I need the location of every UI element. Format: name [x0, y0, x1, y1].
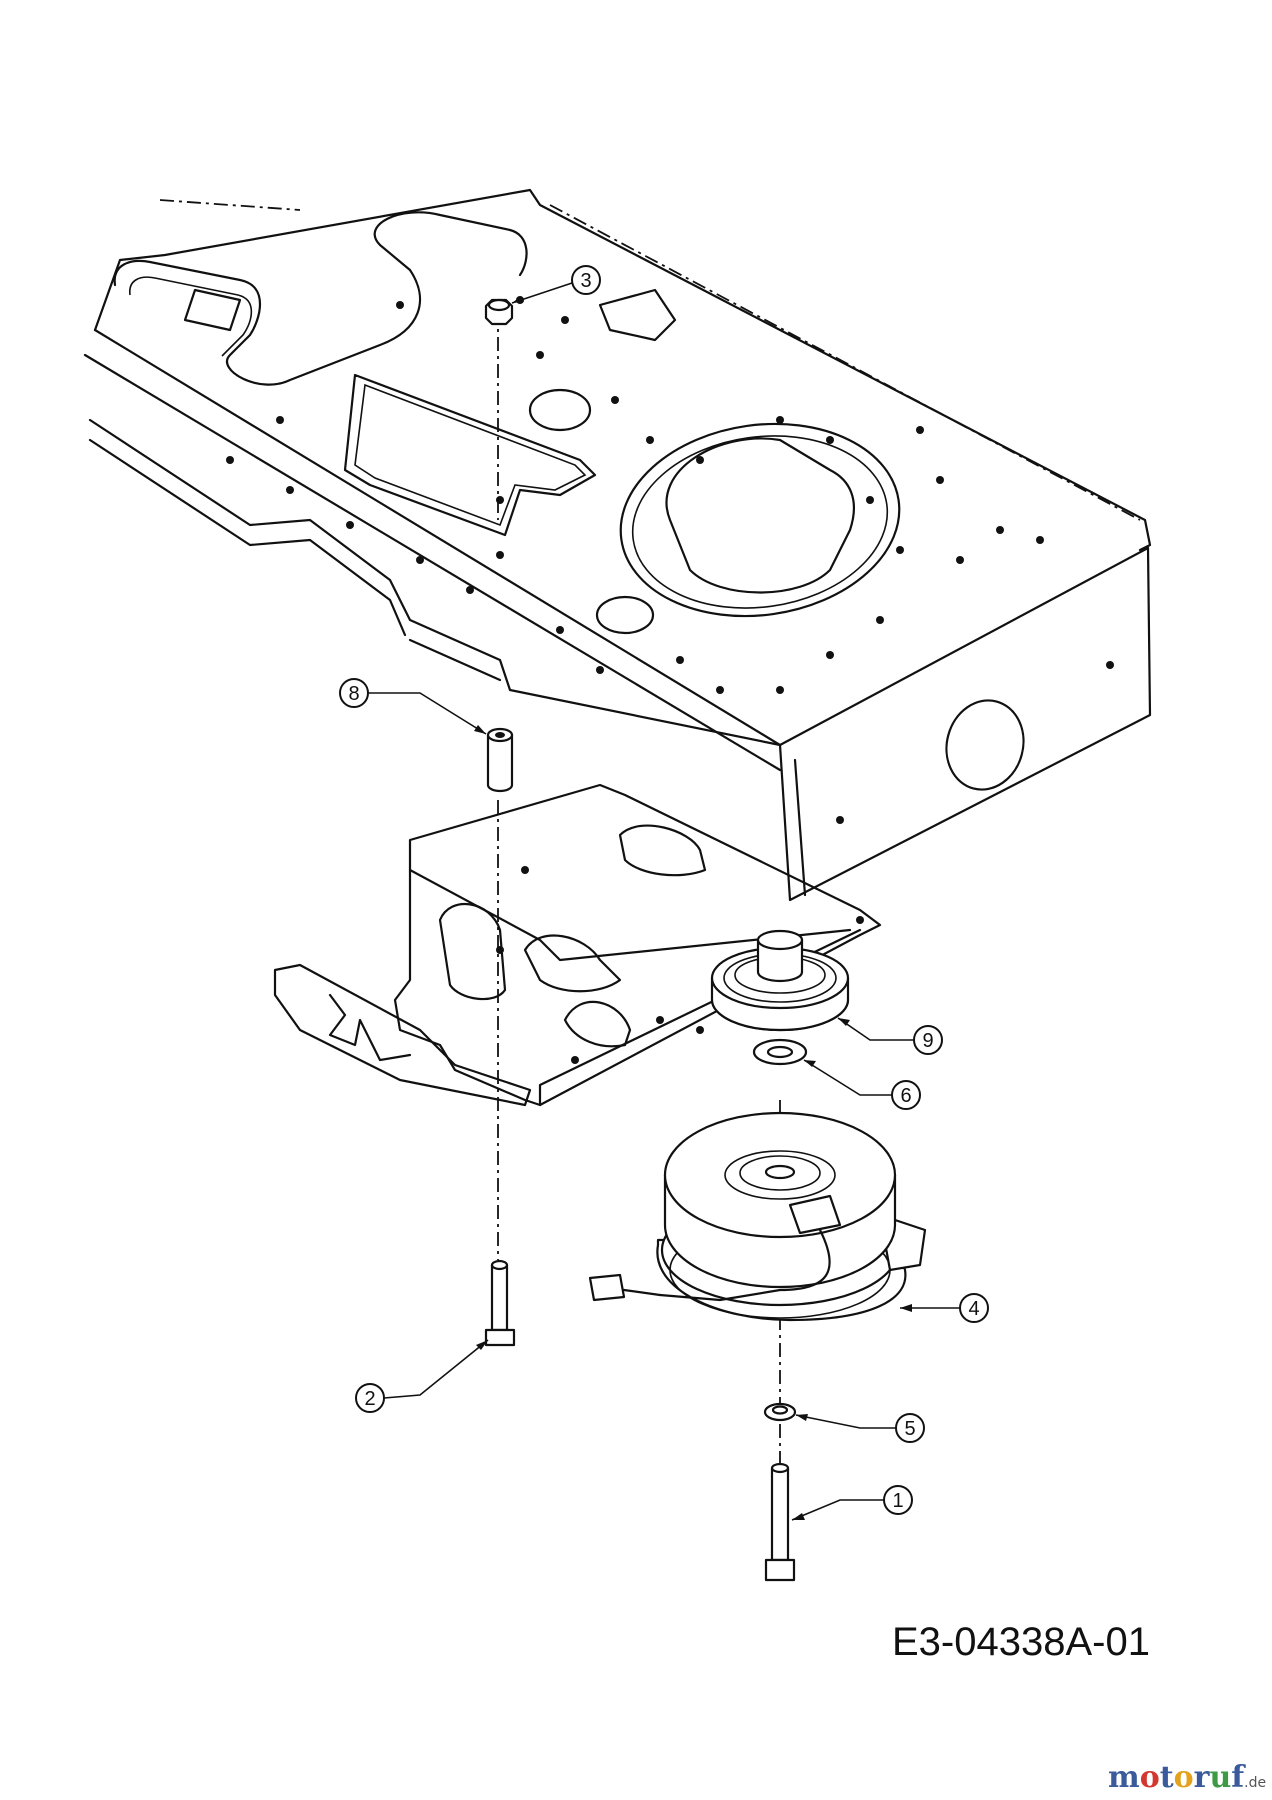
- callout-6: 6: [891, 1080, 921, 1110]
- svg-text:9: 9: [922, 1030, 933, 1052]
- part-5-washer: [763, 1402, 797, 1422]
- part-8-spacer: [486, 727, 514, 793]
- part-3-nut: [484, 298, 514, 326]
- svg-text:5: 5: [904, 1418, 915, 1440]
- callout-3: 3: [571, 265, 601, 295]
- frame-holes: [226, 296, 1114, 824]
- callouts: 3 8 9 6 4: [339, 265, 989, 1521]
- svg-text:1: 1: [892, 1490, 903, 1512]
- callout-4: 4: [959, 1293, 989, 1323]
- part-2-bolt: [484, 1259, 516, 1347]
- callout-8: 8: [339, 678, 369, 708]
- callout-2: 2: [355, 1383, 385, 1413]
- brand-logo: motoruf.de: [1108, 1760, 1267, 1795]
- part-6-washer: [752, 1038, 808, 1066]
- part-4-pto-clutch: [588, 1111, 927, 1322]
- svg-text:8: 8: [348, 683, 359, 705]
- callout-5: 5: [895, 1413, 925, 1443]
- part-1-long-bolt: [764, 1462, 796, 1582]
- part-9-pulley: [710, 929, 850, 1032]
- svg-text:4: 4: [968, 1298, 979, 1320]
- svg-text:3: 3: [580, 270, 591, 292]
- svg-text:2: 2: [364, 1388, 375, 1410]
- callout-1: 1: [883, 1485, 913, 1515]
- drawing-code-label: E3-04338A-01: [892, 1620, 1150, 1664]
- callout-9: 9: [913, 1025, 943, 1055]
- svg-text:6: 6: [900, 1085, 911, 1107]
- frame-chassis: [83, 188, 1152, 902]
